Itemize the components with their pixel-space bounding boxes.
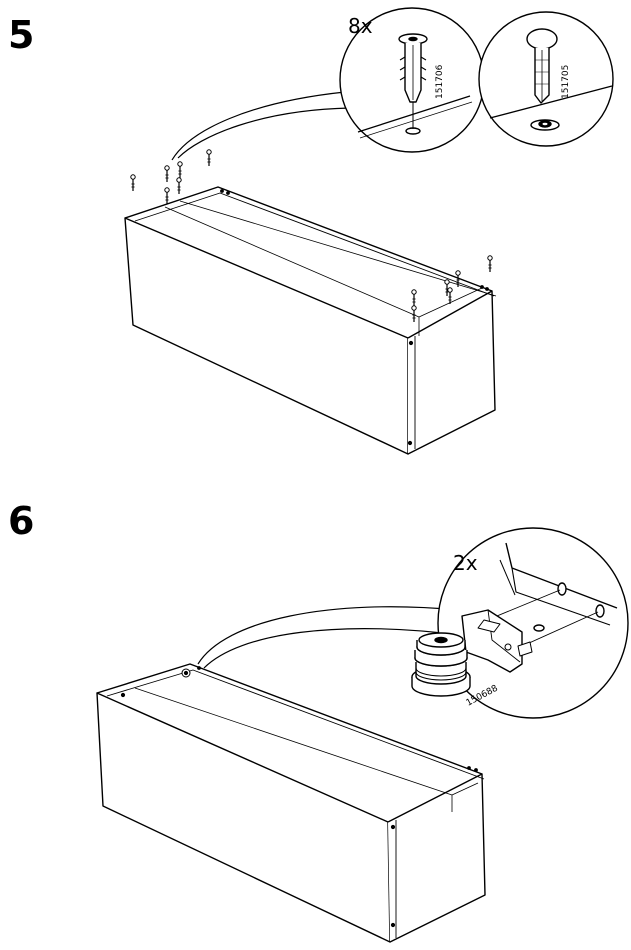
- step-5-callout-circle-1: [339, 7, 485, 153]
- step-5-number: 5: [8, 13, 35, 57]
- step-6-illustration: [96, 527, 629, 943]
- step-6-callout-circle: [411, 527, 629, 719]
- step-5-quantity: 8x: [348, 14, 373, 38]
- step-6-callout-leader: [197, 606, 459, 665]
- step-6-cabinet: [96, 663, 486, 943]
- step-6-quantity: 2x: [453, 551, 478, 575]
- step-5-cabinet: [124, 186, 497, 455]
- step-6-number: 6: [8, 499, 35, 543]
- step-5-callout-circle-2: [478, 11, 614, 147]
- step-5-part-number-2: 151705: [561, 65, 571, 99]
- step-5-illustration: [124, 7, 614, 455]
- step-5-part-number-1: 151706: [435, 64, 445, 99]
- step-5-callout-leader: [171, 91, 346, 161]
